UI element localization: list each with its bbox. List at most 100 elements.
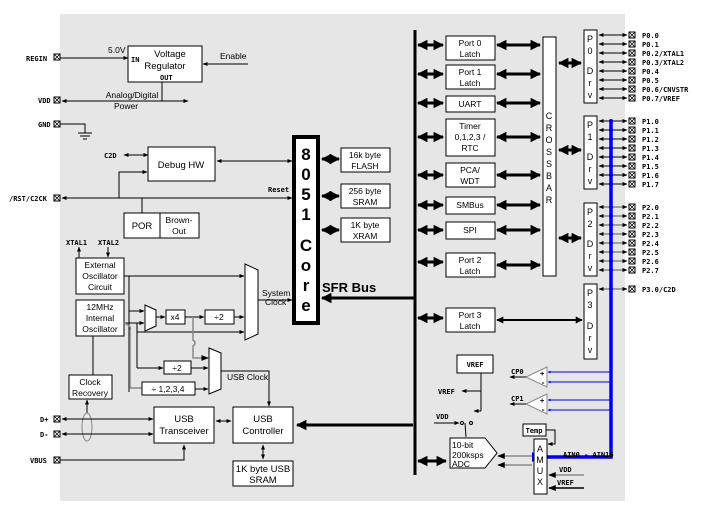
ground-icon (60, 123, 92, 140)
analog-tap-dot (609, 268, 613, 272)
svg-text:+: + (540, 370, 544, 378)
svg-text:10-bit: 10-bit (452, 440, 474, 450)
label-amux-vdd: VDD (559, 466, 572, 474)
pin-label: P1.3 (642, 145, 659, 153)
left-pin-rst-c2ck: /RST/C2CK (9, 194, 61, 203)
svg-text:o: o (301, 256, 311, 275)
port-pin-row: P1.0 (598, 117, 659, 126)
port2-driver: P 2 D r v (583, 202, 598, 277)
divide-by-2-usb-block: ÷2 (163, 360, 192, 375)
usb-clock-mux (208, 347, 222, 395)
svg-text:VREF: VREF (467, 361, 484, 369)
port-pin-row: P1.2 (598, 135, 659, 144)
svg-text:CP1: CP1 (511, 395, 524, 403)
divide-by-1234-block: ÷ 1,2,3,4 (141, 381, 196, 396)
flash-memory-block: 16k byte FLASH (340, 147, 391, 173)
svg-text:Oscillator: Oscillator (82, 324, 118, 334)
svg-text:External: External (84, 260, 115, 270)
adc-block: 10-bit 200ksps ADC (449, 437, 498, 469)
svg-text:SRAM: SRAM (249, 475, 277, 486)
svg-text:S: S (546, 159, 552, 169)
analog-tap-dot (609, 223, 613, 227)
svg-text:r: r (589, 78, 592, 88)
clock-recovery-block: Clock Recovery (68, 374, 113, 400)
svg-text:Out: Out (172, 226, 186, 236)
svg-text:RTC: RTC (461, 143, 478, 153)
svg-text:P: P (587, 34, 593, 44)
svg-text:SMBus: SMBus (456, 200, 483, 210)
left-pin-vbus: VBUS (30, 456, 61, 465)
svg-text:Timer: Timer (459, 121, 481, 131)
peripheral-port2-latch: Port 2 Latch (416, 252, 542, 278)
svg-text:XRAM: XRAM (353, 231, 378, 241)
analog-tap-dot (609, 137, 613, 141)
label-usb-clock: USB Clock (227, 372, 269, 382)
svg-text:B: B (546, 171, 552, 181)
peripheral-port3-latch: Port 3 Latch (416, 307, 583, 333)
svg-text:1K byte USB: 1K byte USB (236, 464, 290, 475)
pin-label: P1.2 (642, 136, 659, 144)
svg-text:UART: UART (459, 99, 482, 109)
svg-text:D: D (587, 321, 594, 331)
svg-text:Brown-: Brown- (166, 215, 193, 225)
analog-tap-dot (609, 119, 613, 123)
svg-text:-: - (541, 406, 545, 414)
left-pin-dplus: D+ (40, 415, 61, 424)
svg-text:/RST/C2CK: /RST/C2CK (9, 195, 48, 203)
pin-label: P0.2/XTAL1 (642, 50, 684, 58)
svg-text:VDD: VDD (38, 97, 51, 105)
analog-tap-dot (609, 146, 613, 150)
peripheral-port1-latch: Port 1 Latch (416, 64, 542, 90)
svg-text:Latch: Latch (460, 266, 481, 276)
port-pin-row: P1.7 (598, 180, 659, 189)
svg-text:P: P (587, 207, 593, 217)
svg-text:Latch: Latch (460, 321, 481, 331)
port3-driver: P 3 D r v (583, 283, 598, 360)
svg-text:r: r (589, 251, 592, 261)
port-pin-row: P1.4 (598, 153, 659, 162)
pin-label: P1.1 (642, 127, 659, 135)
analog-tap-dot (609, 259, 613, 263)
svg-text:IN: IN (131, 56, 139, 64)
voltage-regulator-block: IN Voltage Regulator OUT (127, 45, 203, 83)
svg-text:r: r (589, 164, 592, 174)
external-oscillator-block: External Oscillator Circuit (75, 257, 125, 295)
svg-text:P: P (587, 120, 593, 130)
label-ain: AIN0 - AIN16 (563, 451, 614, 459)
internal-oscillator-block: 12MHz Internal Oscillator (75, 299, 125, 337)
label-adc-vdd: VDD (436, 413, 449, 421)
svg-text:Internal: Internal (86, 313, 114, 323)
svg-text:GND: GND (38, 121, 51, 129)
port-pin-row: P0.4 (598, 67, 659, 76)
port-pin-row: P1.3 (598, 144, 659, 153)
left-pin-dminus: D- (40, 430, 61, 439)
svg-text:1K byte: 1K byte (351, 220, 380, 230)
svg-text:Port 0: Port 0 (459, 38, 482, 48)
svg-text:D-: D- (40, 431, 48, 439)
comparator-cp0: + - CP0 (509, 366, 548, 388)
label-system-clock: System (262, 288, 290, 298)
svg-text:USB: USB (174, 414, 194, 425)
port-pin-row: P2.7 (598, 266, 659, 275)
label-enable: Enable (220, 51, 247, 61)
port0-driver: P 0 D r v (583, 29, 598, 104)
switch-contact-icon (460, 421, 464, 425)
svg-text:OUT: OUT (160, 74, 173, 82)
svg-text:A: A (546, 183, 552, 193)
port-pin-row: P1.5 (598, 162, 659, 171)
svg-text:r: r (303, 276, 310, 295)
port-pin-row: P0.0 (598, 31, 659, 40)
port-pin-row: P2.3 (598, 230, 659, 239)
vref-block: VREF (456, 354, 494, 374)
svg-text:D+: D+ (40, 416, 48, 424)
port1-driver: P 1 D r v (583, 115, 598, 190)
svg-text:SRAM: SRAM (353, 197, 378, 207)
left-pin-regin: REGIN (26, 53, 61, 63)
peripheral-port0-latch: Port 0 Latch (416, 35, 542, 61)
analog-tap-dot (609, 164, 613, 168)
peripheral-smbus: SMBus (416, 196, 542, 215)
svg-text:Controller: Controller (242, 426, 283, 437)
pin-label: P2.0 (642, 204, 659, 212)
svg-text:1: 1 (587, 132, 592, 142)
svg-text:PCA/: PCA/ (460, 165, 480, 175)
